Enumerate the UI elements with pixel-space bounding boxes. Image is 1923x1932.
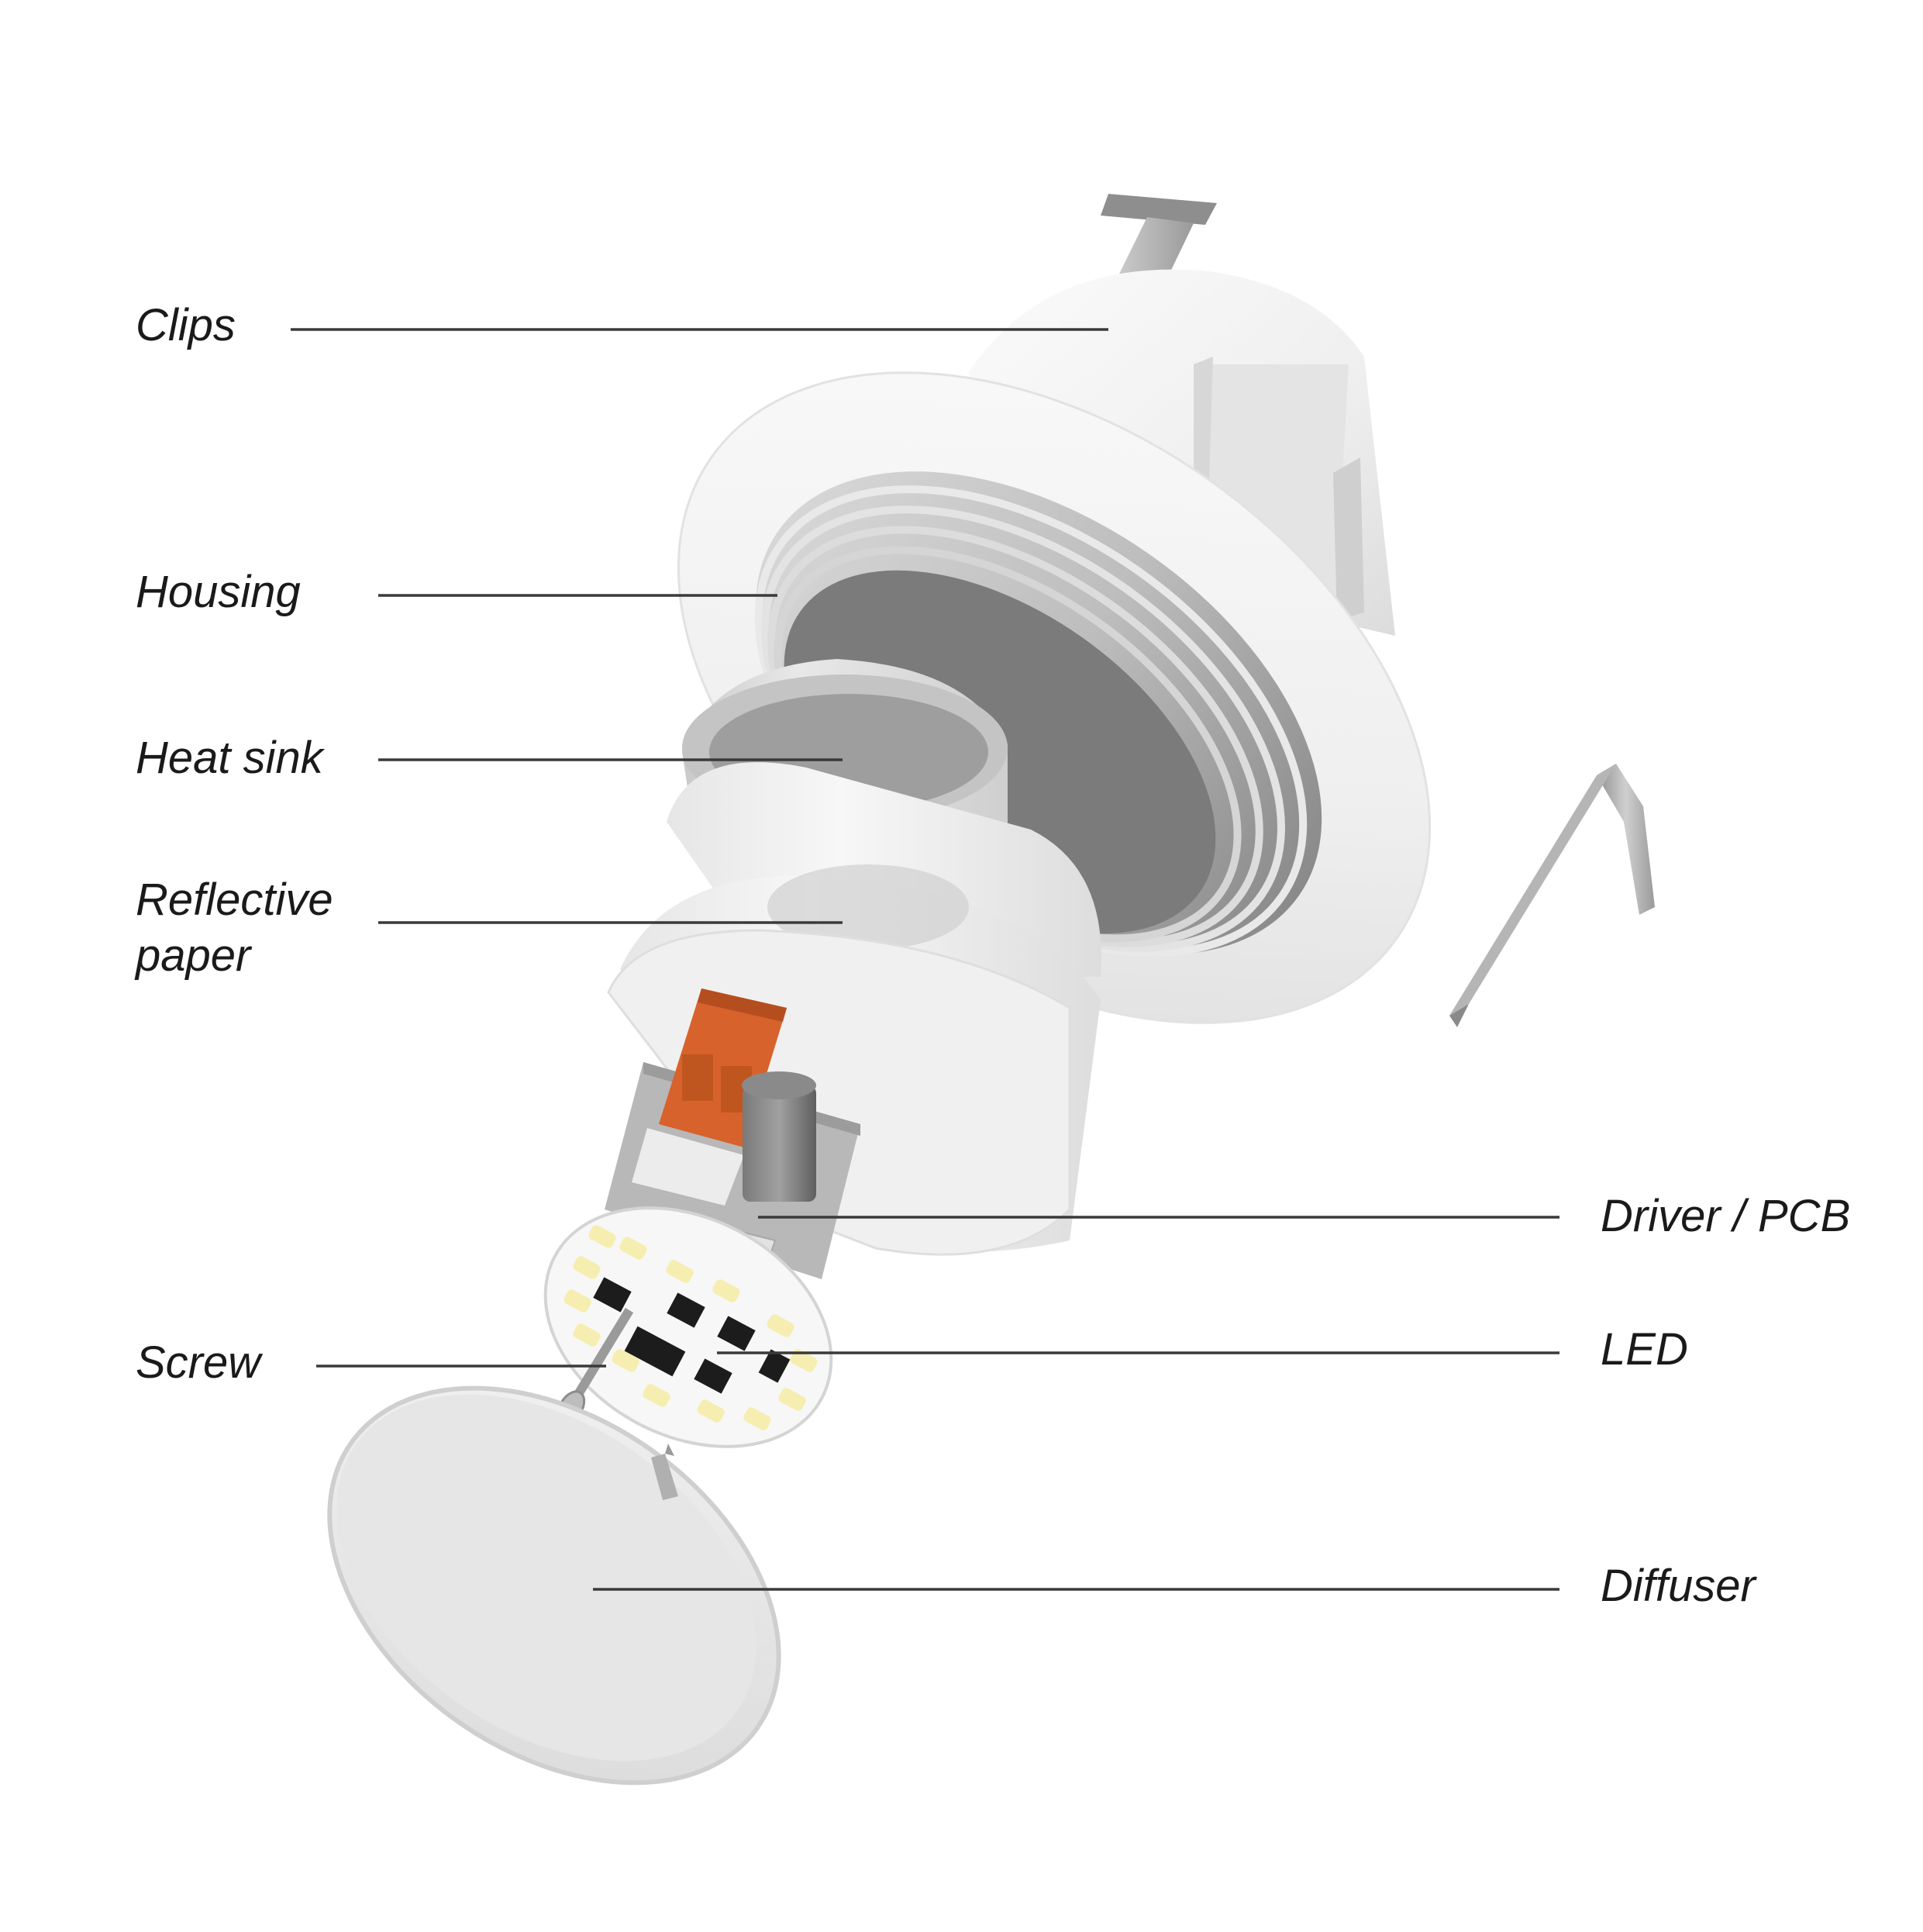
lower-clip — [1449, 764, 1655, 1027]
leader-lines — [291, 328, 1559, 1591]
label-diffuser: Diffuser — [1601, 1561, 1756, 1611]
led-board — [543, 1206, 833, 1448]
terminal-block — [632, 988, 787, 1206]
label-clips: Clips — [136, 300, 236, 350]
label-housing: Housing — [136, 567, 301, 617]
label-led: LED — [1601, 1324, 1688, 1375]
label-reflective-paper: Reflective paper — [136, 875, 333, 981]
label-driver-pcb: Driver / PCB — [1601, 1191, 1851, 1241]
label-screw: Screw — [136, 1337, 261, 1388]
label-heat-sink: Heat sink — [136, 733, 323, 783]
diffuser — [327, 1385, 781, 1785]
capacitor — [742, 1071, 816, 1202]
ic-components — [593, 1277, 791, 1394]
led-chips — [563, 1225, 818, 1430]
